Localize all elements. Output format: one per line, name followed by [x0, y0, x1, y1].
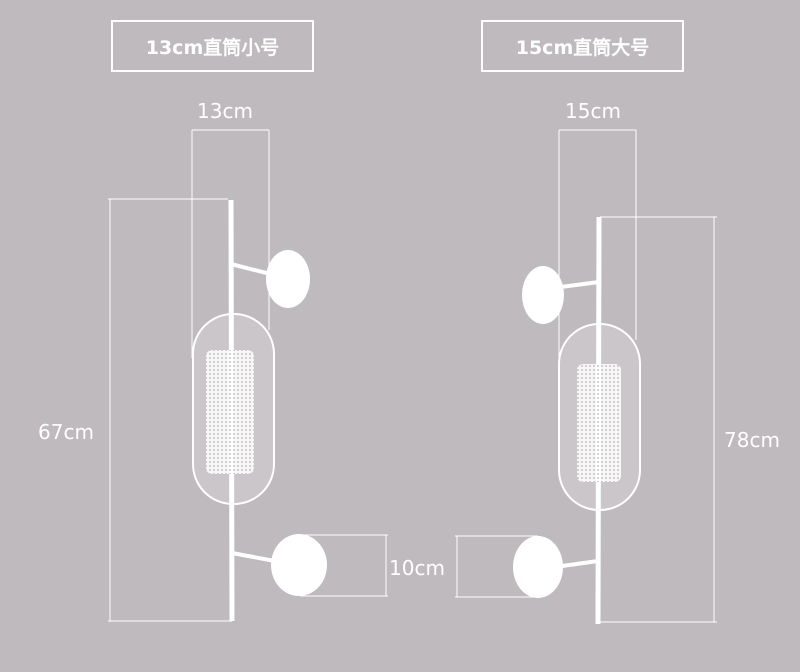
left-lower-disc [271, 534, 327, 596]
left-inner-tube-mesh [206, 350, 254, 474]
right-upper-disc [522, 266, 564, 324]
right-inner-tube-mesh [577, 364, 621, 482]
title-small-model: 13cm直筒小号 [111, 20, 314, 72]
dimension-arm-length: 10cm [389, 556, 445, 580]
title-large-model: 15cm直筒大号 [481, 20, 684, 72]
lamp-small [108, 129, 388, 622]
dimension-right-width: 15cm [565, 99, 621, 123]
dimension-right-height: 78cm [724, 428, 780, 452]
dimension-left-width: 13cm [197, 99, 253, 123]
dimension-left-height: 67cm [38, 420, 94, 444]
right-lower-disc [513, 536, 563, 598]
lamp-large [455, 129, 717, 625]
left-upper-disc [266, 250, 310, 308]
